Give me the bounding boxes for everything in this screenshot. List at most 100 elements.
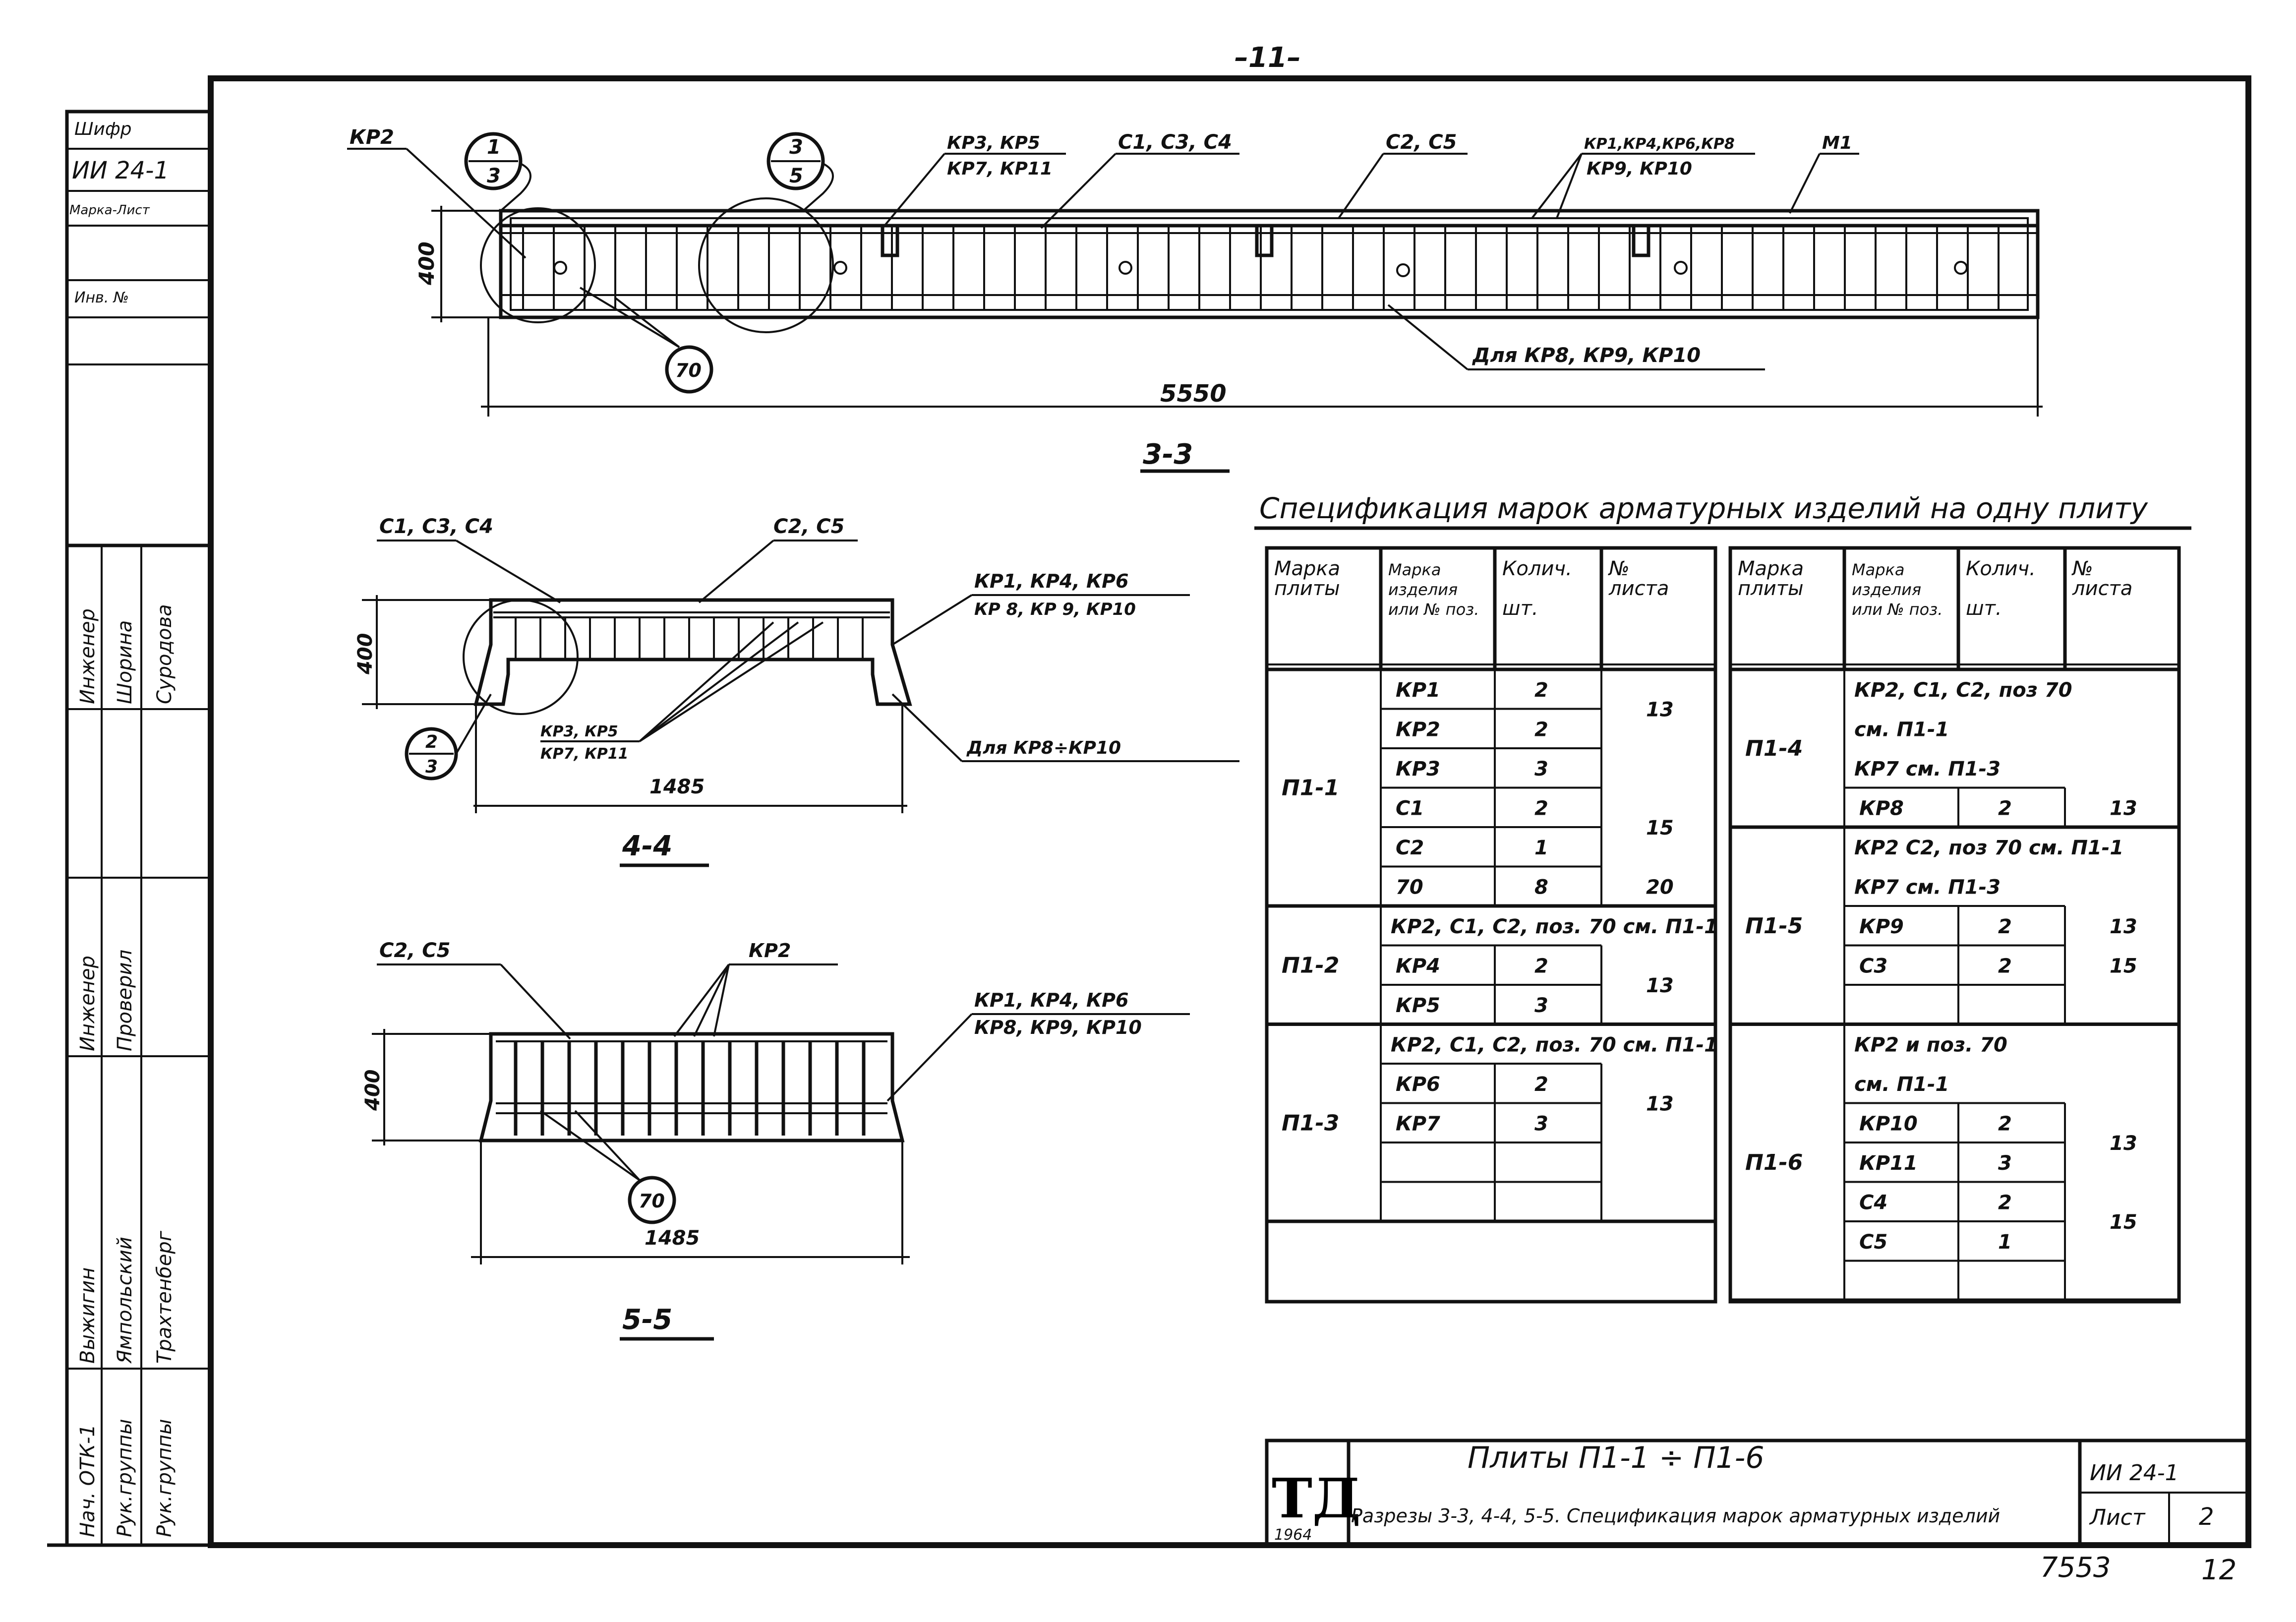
spec-left-1-qty-0: 2: [1534, 955, 1548, 978]
svg-text:КР1, КР4, КР6: КР1, КР4, КР6: [974, 570, 1128, 592]
svg-text:1485: 1485: [649, 776, 705, 798]
role-5: Проверил: [114, 950, 136, 1051]
svg-text:5: 5: [789, 165, 803, 187]
name-1: Выжигин: [76, 1267, 99, 1364]
left-strip: Шифр ИИ 24-1 Марка-Лист Инв. № Нач. ОТК-…: [65, 110, 213, 1547]
callout-3-5: [766, 132, 825, 190]
svg-text:Марка: Марка: [1738, 557, 1804, 580]
svg-text:или № поз.: или № поз.: [1388, 600, 1479, 619]
svg-text:изделия: изделия: [1852, 580, 1921, 599]
spec-left-2-sheet-1: 13: [1646, 1093, 1674, 1116]
title-block: ТД 1964 Плиты П1-1 ÷ П1-6 Разрезы 3-3, 4…: [1265, 1439, 2250, 1547]
spec-right-1-note1: КР2 С2, поз 70 см. П1-1: [1854, 837, 2123, 859]
svg-text:Колич.: Колич.: [1966, 557, 2036, 580]
spec-right-2-mark-1: КР11: [1859, 1152, 1918, 1175]
bottom-number-left: 7553: [2040, 1552, 2111, 1584]
svg-text:шт.: шт.: [1502, 597, 1538, 620]
section-title-33: 3-3: [1143, 438, 1193, 471]
spec-right-0-note3: КР7 см. П1-3: [1854, 758, 2001, 781]
svg-text:плиты: плиты: [1274, 577, 1340, 600]
spec-left-1-sheet-1: 13: [1646, 974, 1674, 997]
svg-text:М1: М1: [1822, 133, 1852, 153]
spec-right-2-qty-1: 3: [1998, 1152, 2012, 1175]
spec-right-2-mark-2: С4: [1859, 1192, 1887, 1214]
spec-left-2-mark-0: КР6: [1396, 1073, 1440, 1096]
detail-circle-1: [480, 207, 596, 323]
spec-right-1-mark-1: С3: [1859, 955, 1887, 978]
svg-text:2: 2: [425, 732, 438, 752]
name-2: Ямпольский: [114, 1237, 136, 1364]
role-2: Рук.группы: [114, 1419, 136, 1537]
svg-text:плиты: плиты: [1738, 577, 1804, 600]
tb-subtitle: Разрезы 3-3, 4-4, 5-5. Спецификация маро…: [1351, 1505, 2000, 1527]
svg-text:С2, С5: С2, С5: [773, 515, 845, 538]
role-3: Рук.группы: [153, 1419, 176, 1537]
svg-text:КР1, КР4, КР6: КР1, КР4, КР6: [974, 989, 1128, 1011]
tb-code: ИИ 24-1: [2090, 1460, 2179, 1486]
svg-text:400: 400: [361, 1070, 384, 1112]
spec-right-2-qty-0: 2: [1998, 1113, 2012, 1136]
svg-text:Колич.: Колич.: [1502, 557, 1572, 580]
name-4: Шорина: [114, 620, 136, 704]
marka-list-label: Марка-Лист: [69, 203, 150, 218]
section-4-4: 400 1485 2 3 С1, С3, С4 С2, С5 КР1, КР4,…: [354, 515, 1239, 867]
spec-left-0-plate: П1-1: [1282, 776, 1339, 801]
spec-right-0-sheet-0: 13: [2110, 797, 2137, 820]
spec-left-2-plate: П1-3: [1282, 1110, 1339, 1136]
svg-text:КР3, КР5: КР3, КР5: [947, 133, 1040, 153]
spec-right-1-qty-1: 2: [1998, 955, 2012, 978]
svg-text:400: 400: [354, 633, 377, 675]
svg-text:КР8, КР9, КР10: КР8, КР9, КР10: [974, 1017, 1142, 1038]
spec-left-0-mark-4: С2: [1396, 837, 1424, 859]
svg-text:№: №: [2071, 557, 2093, 580]
section-title-44: 4-4: [622, 830, 672, 862]
svg-text:КР7, КР11: КР7, КР11: [947, 159, 1053, 179]
svg-text:Для КР8, КР9, КР10: Для КР8, КР9, КР10: [1472, 344, 1701, 367]
svg-text:3: 3: [487, 165, 501, 187]
pos-70-33: [665, 345, 713, 394]
td-logo: ТД: [1272, 1466, 1361, 1530]
spec-right-1-sheet-1: 15: [2110, 955, 2137, 978]
section-3-3: 400 5550 КР2 1 3 3 5 70 КР3, КР5 КР7, КР…: [347, 126, 2043, 473]
shifr-label: Шифр: [74, 119, 132, 139]
svg-text:Для КР8÷КР10: Для КР8÷КР10: [966, 738, 1121, 758]
spec-right-2-mark-0: КР10: [1859, 1113, 1918, 1136]
role-1: Нач. ОТК-1: [76, 1424, 99, 1537]
spec-left-0-mark-5: 70: [1396, 876, 1423, 899]
svg-text:или № поз.: или № поз.: [1852, 600, 1943, 619]
spec-right-0-qty-0: 2: [1998, 797, 2012, 820]
svg-text:КР 8, КР 9, КР10: КР 8, КР 9, КР10: [974, 600, 1136, 619]
spec-right-2-mark-3: С5: [1859, 1231, 1887, 1254]
callout-1-3: [464, 132, 523, 190]
dim-length-33: 5550: [1160, 380, 1227, 408]
svg-text:КР2: КР2: [749, 940, 791, 961]
name-5: Суродова: [153, 604, 176, 704]
role-6: Инженер: [76, 608, 99, 704]
svg-text:шт.: шт.: [1966, 597, 2002, 620]
spec-left-1-mark-1: КР5: [1396, 994, 1440, 1017]
spec-left-0-mark-2: КР3: [1396, 758, 1440, 781]
svg-text:№: №: [1608, 557, 1630, 580]
spec-right-0-mark-0: КР8: [1859, 797, 1904, 820]
spec-left-2-note: КР2, С1, С2, поз. 70 см. П1-1: [1391, 1034, 1718, 1057]
svg-text:70: 70: [639, 1190, 665, 1212]
spec-left-0-qty-4: 1: [1534, 837, 1548, 859]
spec-right-1-plate: П1-5: [1745, 913, 1803, 939]
spec-right-0-note2: см. П1-1: [1854, 719, 1949, 741]
name-3: Трахтенберг: [153, 1230, 176, 1364]
spec-left-1-note: КР2, С1, С2, поз. 70 см. П1-1: [1391, 915, 1718, 938]
spec-left-0-mark-1: КР2: [1396, 719, 1440, 741]
spec-right-1-qty-0: 2: [1998, 915, 2012, 938]
spec-right-2-plate: П1-6: [1745, 1150, 1803, 1175]
svg-text:С2, С5: С2, С5: [1386, 131, 1457, 154]
bottom-number-right: 12: [2201, 1554, 2237, 1586]
spec-right-1-sheet-0: 13: [2110, 915, 2137, 938]
spec-right-0-plate: П1-4: [1745, 736, 1803, 761]
svg-text:Марка: Марка: [1388, 560, 1441, 579]
spec-right-2-sheet-3: 15: [2110, 1211, 2137, 1234]
shifr-value: ИИ 24-1: [72, 157, 169, 184]
spec-right-0-note1: КР2, С1, С2, поз 70: [1854, 679, 2072, 702]
spec-right-2-sheet-1: 13: [2110, 1132, 2137, 1155]
spec-left-0-mark-0: КР1: [1396, 679, 1440, 702]
